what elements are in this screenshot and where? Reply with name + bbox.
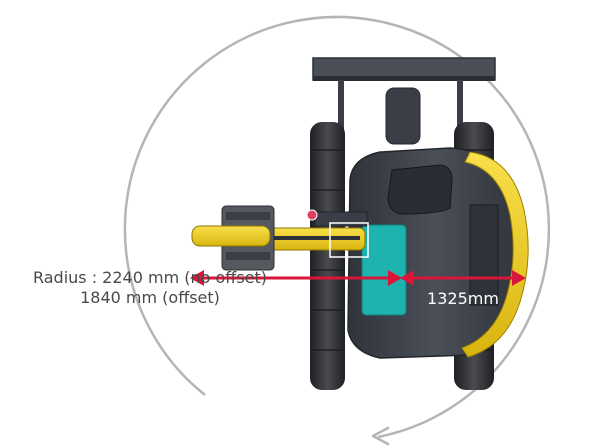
cab-window bbox=[387, 164, 453, 215]
left-track bbox=[310, 122, 345, 390]
radius-offset-text: 1840 mm (offset) bbox=[80, 288, 220, 307]
excavator-top-view bbox=[191, 57, 529, 390]
curved-arrow-icon bbox=[371, 426, 390, 446]
counterweight bbox=[461, 151, 529, 358]
teal-panel bbox=[361, 224, 407, 316]
swing-radius-circle bbox=[123, 15, 551, 439]
tail-swing-dimension-arrow bbox=[400, 270, 526, 286]
radius-label: Radius : 2240 mm (no offset) 1840 mm (of… bbox=[0, 268, 300, 308]
radius-dimension-arrow bbox=[190, 270, 402, 286]
blade-cylinder bbox=[385, 87, 421, 145]
tail-swing-label: 1325mm bbox=[427, 289, 499, 308]
radius-no-offset-text: Radius : 2240 mm (no offset) bbox=[32, 268, 268, 287]
